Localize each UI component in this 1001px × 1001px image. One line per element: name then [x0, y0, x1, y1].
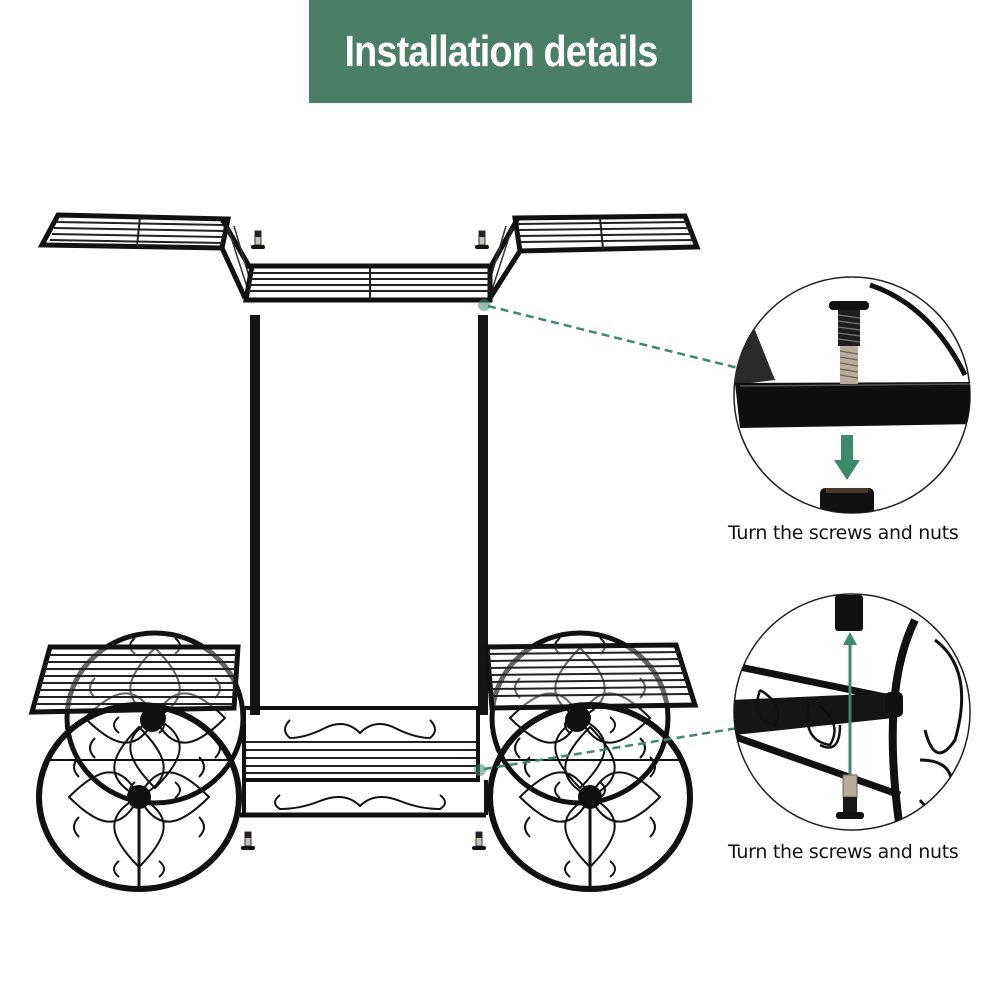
- base-frame: [240, 706, 488, 818]
- callout-caption-bottom: Turn the screws and nuts: [728, 841, 959, 863]
- screw-icon: [474, 230, 490, 250]
- screw-icon: [471, 831, 487, 851]
- callout-lines: [474, 299, 739, 776]
- side-shelves: [28, 642, 699, 715]
- front-wheels: [36, 702, 693, 892]
- detail-callout-bottom: [733, 593, 971, 831]
- vertical-posts: [250, 315, 488, 715]
- banner-title: Installation details: [344, 26, 658, 76]
- screw-icon: [240, 831, 256, 851]
- callout-caption-top: Turn the screws and nuts: [728, 522, 959, 544]
- title-banner: Installation details: [309, 0, 692, 103]
- detail-callout-top: [733, 276, 971, 514]
- screw-icon: [250, 230, 266, 250]
- top-shelf-assembly: [37, 212, 701, 303]
